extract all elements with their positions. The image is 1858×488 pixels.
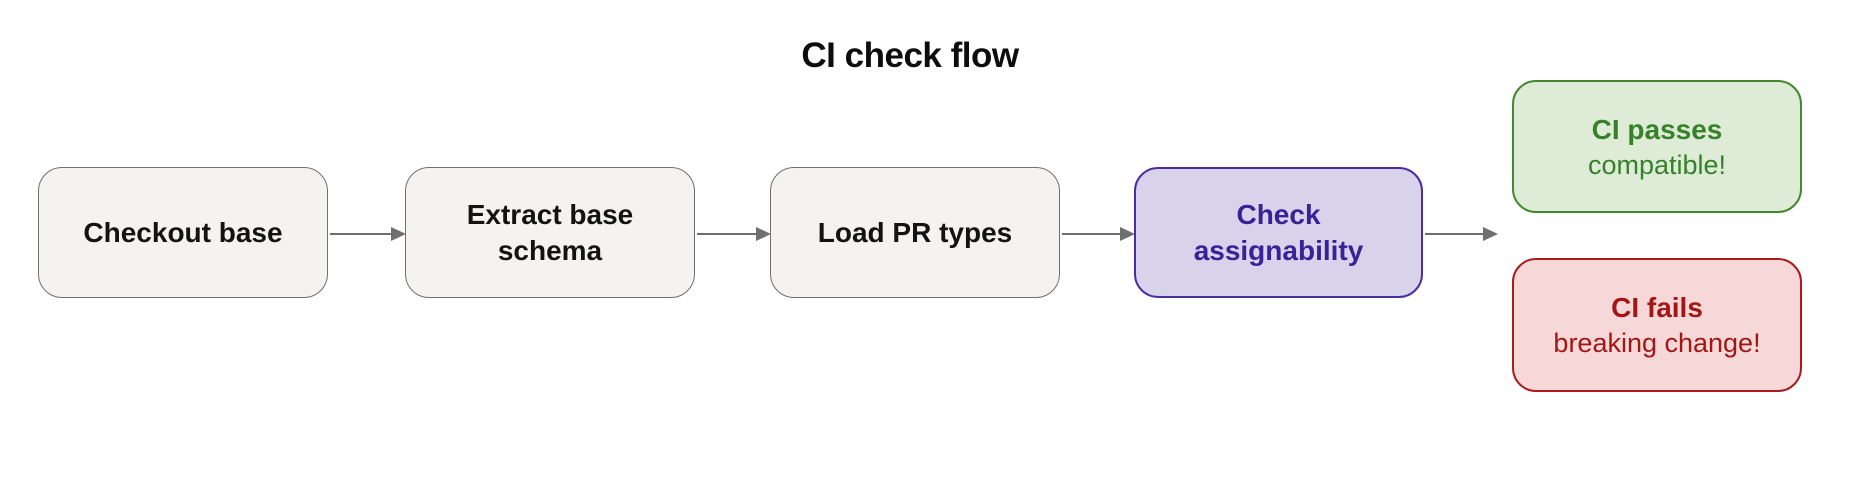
flow-arrow-3	[1062, 227, 1135, 241]
flow-node-label: Checkout base	[83, 216, 283, 248]
outcome-label: CI fails	[1611, 292, 1703, 323]
arrowhead-icon	[1483, 227, 1498, 241]
arrowhead-icon	[1120, 227, 1135, 241]
flow-node-checkout-base: Checkout base	[38, 167, 328, 298]
flow-node-load-pr-types: Load PR types	[770, 167, 1060, 298]
flow-arrow-1	[330, 227, 406, 241]
diagram-title: CI check flow	[801, 36, 1019, 75]
flow-node-label: Load PR types	[817, 216, 1013, 248]
outcome-sublabel: breaking change!	[1553, 328, 1761, 358]
flow-arrow-4	[1425, 227, 1498, 241]
flow-node-extract-base-schema: Extract base schema	[405, 167, 695, 298]
flow-arrow-2	[697, 227, 771, 241]
arrowhead-icon	[756, 227, 771, 241]
outcome-node-ci-fails: CI fails breaking change!	[1512, 258, 1802, 392]
outcome-node-ci-passes: CI passes compatible!	[1512, 80, 1802, 213]
flow-node-label: Check assignability	[1193, 198, 1364, 266]
flow-node-label: Extract base schema	[466, 198, 634, 266]
outcome-sublabel: compatible!	[1587, 149, 1727, 180]
flow-node-check-assignability: Check assignability	[1134, 167, 1423, 298]
outcome-label: CI passes	[1591, 113, 1723, 145]
arrowhead-icon	[391, 227, 406, 241]
